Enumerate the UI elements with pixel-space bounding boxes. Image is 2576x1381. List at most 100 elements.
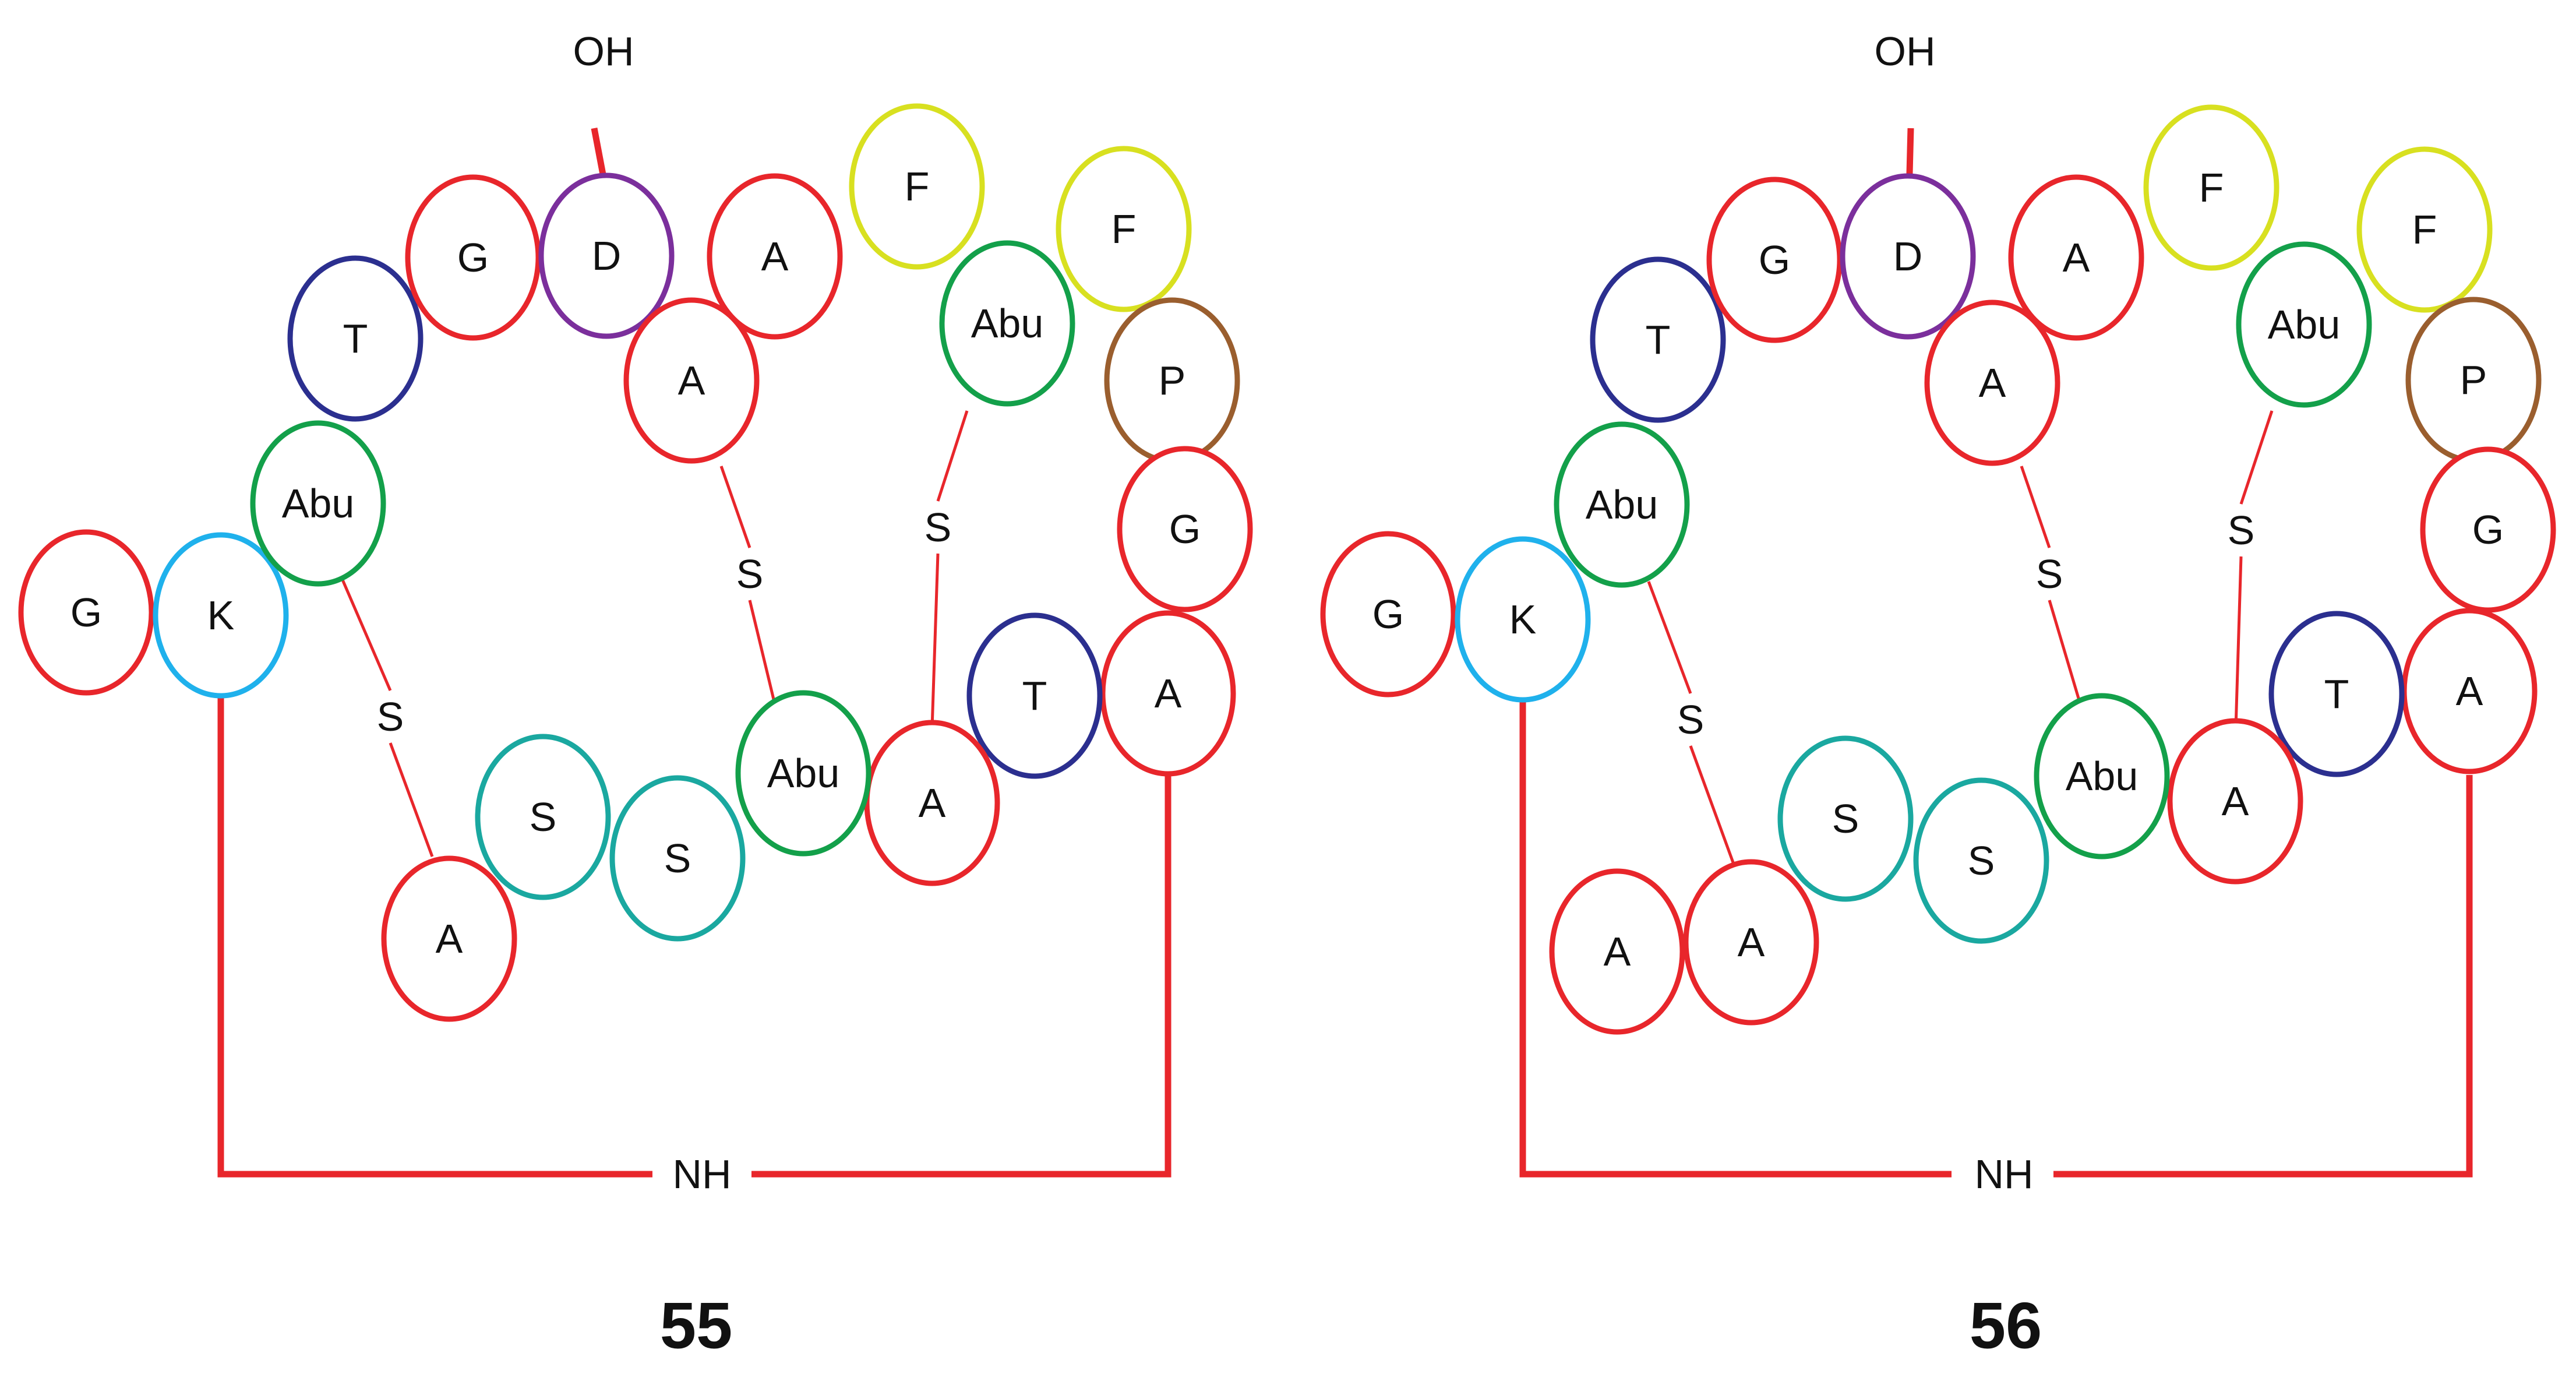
structure-56-residue-circle xyxy=(1554,421,1690,588)
structure-55-residue-label: F xyxy=(1111,206,1137,252)
structure-55-thioether-bond xyxy=(341,579,392,691)
structure-55-residue-circle xyxy=(966,612,1103,779)
structure-56-residue-label: K xyxy=(1509,597,1537,642)
structure-55-residue-circle xyxy=(475,734,611,900)
structure-55-residue: G xyxy=(1117,446,1253,612)
structure-55-residue-circle xyxy=(623,297,760,464)
structure-55-residue: A xyxy=(864,720,1000,886)
structure-55-residue-label: A xyxy=(1155,671,1182,716)
structure-55-residue: G xyxy=(18,529,154,696)
structure-55-residue-label: Abu xyxy=(767,751,840,796)
structure-56-nh-bridge-left xyxy=(1519,696,1952,1178)
structure-56-compound-label: 56 xyxy=(1970,1290,2042,1362)
structure-55-residue-label: K xyxy=(207,593,235,638)
structure-55-nh-bridge-right xyxy=(751,775,1171,1178)
structure-56-thioether-bond xyxy=(1689,745,1735,863)
structure-56-residue: P xyxy=(2405,297,2542,463)
structure-55-residue: T xyxy=(966,612,1103,779)
structure-55-residue-label: Abu xyxy=(971,301,1044,346)
structure-55-residue-circle xyxy=(609,775,746,942)
structure-56-residue-label: A xyxy=(1979,360,2006,406)
structure-55-sulfur-label: S xyxy=(924,505,952,550)
structure-56-residue: A xyxy=(2401,608,2538,774)
structure-55-residue-label: A xyxy=(761,234,789,279)
structure-56-residue-label: G xyxy=(2472,507,2504,552)
structure-56-residue: G xyxy=(1706,177,1843,343)
structure-55-residue-circle xyxy=(939,240,1075,407)
structure-56-residue-label: A xyxy=(1604,929,1631,974)
structure-56-residue-circle xyxy=(1913,777,2049,944)
structure-55-residue: A xyxy=(381,855,517,1022)
structure-56-residue: T xyxy=(1590,256,1726,423)
structure-56-residue-circle xyxy=(2356,146,2493,313)
structure-55-residue: K xyxy=(153,532,289,699)
structure-55-compound-label: 55 xyxy=(660,1290,733,1362)
structure-56-residue: S xyxy=(1777,735,1914,902)
structure-56-residue-circle xyxy=(1777,735,1914,902)
structure-56-residue: F xyxy=(2143,104,2279,271)
structure-56-residue: A xyxy=(2008,174,2144,341)
structure-55-residue-label: G xyxy=(70,590,102,635)
structure-56-residue-label: D xyxy=(1893,234,1923,279)
structure-56-residue-label: A xyxy=(2063,235,2090,280)
structure-56-residue: T xyxy=(2268,611,2405,777)
structure-55-residue: A xyxy=(623,297,760,464)
structure-56-residue-label: P xyxy=(2460,357,2487,403)
structure-55-residue-label: Abu xyxy=(282,481,355,526)
structure-55-thioether-bond xyxy=(719,466,751,548)
structure-56-sulfur-label: S xyxy=(2036,551,2063,597)
structure-56-nh-label: NH xyxy=(1974,1151,2033,1197)
structure-56-residue-circle xyxy=(2034,693,2170,859)
structure-56-thioether-bond xyxy=(2048,600,2081,703)
structure-55-thioether-bond xyxy=(930,553,940,729)
structure-55-thioether-bond xyxy=(389,742,434,857)
structure-56-residue-circle xyxy=(1590,256,1726,423)
structure-56-residue: Abu xyxy=(1554,421,1690,588)
structure-56-residue-circle xyxy=(1840,173,1976,340)
structure-56-residue-circle xyxy=(1455,536,1591,703)
structure-56-residue: S xyxy=(1913,777,2049,944)
structure-56-residue-label: F xyxy=(2412,207,2437,252)
structure-56-residue-circle xyxy=(2167,718,2303,885)
structure-55-residue-label: D xyxy=(592,233,622,279)
structure-55-residue-label: P xyxy=(1159,358,1186,403)
structure-55-residue-circle xyxy=(250,420,386,587)
structure-55-residue: A xyxy=(1100,610,1236,777)
structure-55-residue-circle xyxy=(864,720,1000,886)
structure-55-residue-label: G xyxy=(457,235,489,280)
structure-55-residue-label: S xyxy=(530,794,557,840)
structure-55-residue: S xyxy=(475,734,611,900)
structure-55-residue: P xyxy=(1104,297,1240,464)
structure-55-residue-circle xyxy=(735,690,871,857)
structure-56-residue: A xyxy=(1549,868,1685,1035)
structure-55-residue-circle xyxy=(538,172,675,339)
structure-56-residue-circle xyxy=(2143,104,2279,271)
structure-55-residue: D xyxy=(538,172,675,339)
structure-56-residue-circle xyxy=(2236,241,2372,408)
structure-56-residue-circle xyxy=(2008,174,2144,341)
structure-56-residue: A xyxy=(2167,718,2303,885)
structure-56-residue-label: Abu xyxy=(2066,753,2139,799)
structure-55-nh-bridge-left xyxy=(217,696,652,1178)
structure-55-residue-label: T xyxy=(343,316,368,361)
structure-56-residue: F xyxy=(2356,146,2493,313)
structure-56-residue-circle xyxy=(1924,300,2060,466)
structure-55-residue: G xyxy=(405,174,541,341)
structure-56-residue-label: A xyxy=(2456,668,2483,714)
structure-55-oh-label: OH xyxy=(573,29,634,74)
structure-56-residue-label: S xyxy=(1832,796,1859,841)
structure-56-residue: Abu xyxy=(2034,693,2170,859)
structure-56-residue: A xyxy=(1683,859,1819,1026)
structure-56-residue: Abu xyxy=(2236,241,2372,408)
structure-56-thioether-bond xyxy=(2234,556,2243,729)
structure-56-residue: A xyxy=(1924,300,2060,466)
structure-56-residue-circle xyxy=(1706,177,1843,343)
structure-56-residue-label: A xyxy=(1738,920,1765,965)
structure-55-residue-label: A xyxy=(919,780,946,826)
structure-56-oh-label: OH xyxy=(1875,29,1936,74)
structure-55-sulfur-label: S xyxy=(736,551,764,597)
structure-56-thioether-bond xyxy=(1647,581,1692,694)
structure-56-residue-label: T xyxy=(1646,317,1671,362)
structure-55-residue: F xyxy=(849,103,985,270)
structure-56-residue-circle xyxy=(1549,868,1685,1035)
